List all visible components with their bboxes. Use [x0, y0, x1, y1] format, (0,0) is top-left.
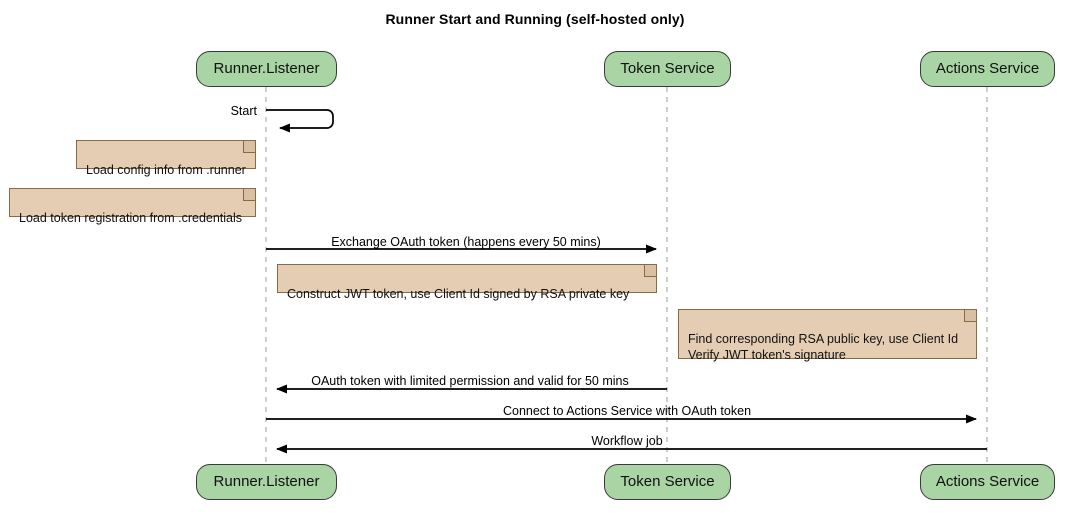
message-label-oauth-token-reply: OAuth token with limited permission and … [311, 374, 629, 388]
participant-runner-bottom[interactable]: Runner.Listener [196, 464, 337, 500]
message-label-start: Start [230, 104, 257, 118]
message-label-connect-actions-service: Connect to Actions Service with OAuth to… [502, 404, 752, 418]
note-fold-corner-icon [243, 141, 255, 153]
message-arrow-start[interactable] [266, 109, 334, 133]
note-fold-corner-icon [644, 265, 656, 277]
participant-token-top[interactable]: Token Service [604, 51, 731, 87]
note-verify-jwt: Find corresponding RSA public key, use C… [678, 309, 977, 362]
message-label-workflow-job: Workflow job [591, 434, 663, 448]
participant-actions-bottom[interactable]: Actions Service [920, 464, 1055, 500]
note-fold-corner-icon [964, 310, 976, 322]
participant-actions-top[interactable]: Actions Service [920, 51, 1055, 87]
note-text: Construct JWT token, use Client Id signe… [287, 287, 630, 301]
note-text: Load config info from .runner [86, 163, 246, 177]
note-fold-corner-icon [243, 189, 255, 201]
participant-token-bottom[interactable]: Token Service [604, 464, 731, 500]
note-construct-jwt: Construct JWT token, use Client Id signe… [277, 264, 657, 301]
page-title: Runner Start and Running (self-hosted on… [385, 11, 685, 27]
note-text: Load token registration from .credential… [19, 211, 243, 225]
note-load-token-registration: Load token registration from .credential… [9, 188, 256, 225]
message-label-exchange-oauth-token: Exchange OAuth token (happens every 50 m… [331, 235, 601, 249]
lifelines [265, 87, 988, 464]
note-load-config: Load config info from .runner [76, 140, 256, 177]
note-text: Find corresponding RSA public key, use C… [688, 332, 959, 362]
participant-runner-top[interactable]: Runner.Listener [196, 51, 337, 87]
message-arrows [266, 109, 987, 454]
